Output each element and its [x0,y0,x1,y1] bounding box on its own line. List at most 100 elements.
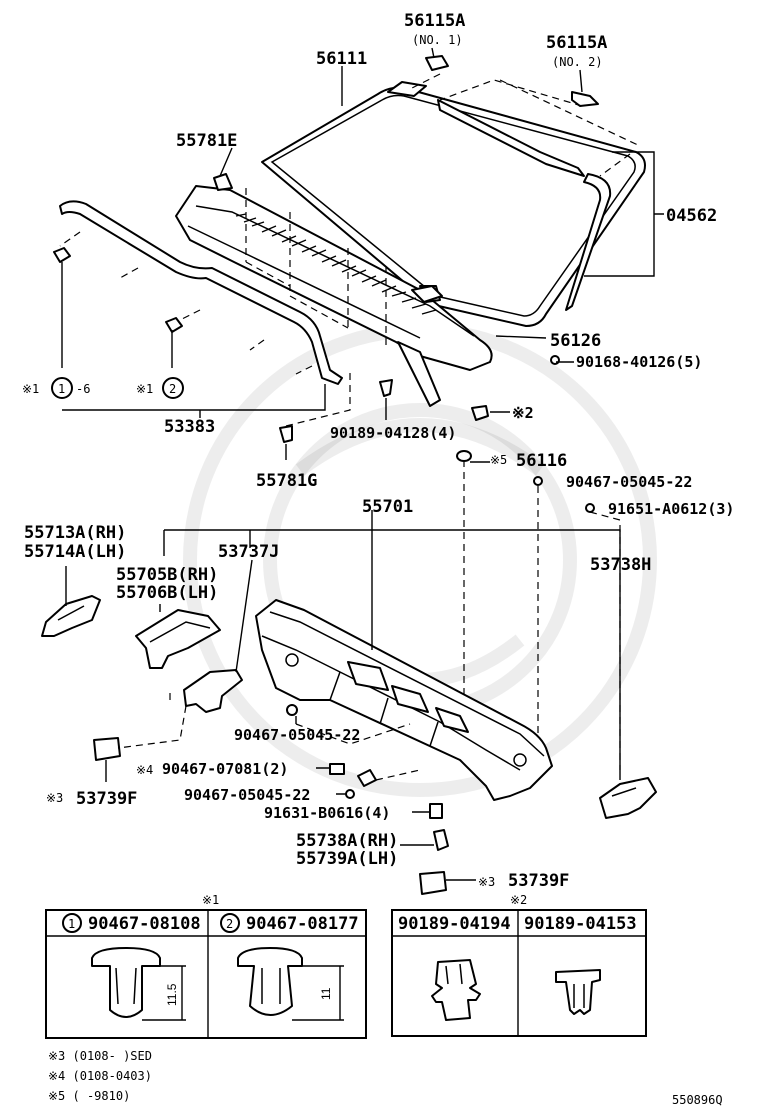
leader-dash [245,188,387,350]
weatherstrip-clip-2[interactable] [165,317,183,333]
label-04562: 04562 [666,206,717,226]
clip-55781g[interactable] [279,425,293,443]
note4-marker: ※4 [136,763,153,777]
clip-90189-04128[interactable] [379,379,393,397]
note3-marker-b: ※3 [478,875,495,889]
table1-circle-1-text: 1 [68,917,75,931]
label-55738a: 55738A(RH) [296,831,398,851]
leader-dash [169,370,621,770]
screw-90467-c[interactable] [345,789,355,799]
bracket-55705b[interactable] [135,609,221,669]
label-91631: 91631-B0616(4) [264,804,390,822]
label-56116: 56116 [516,451,567,471]
label-90467-07081: 90467-07081(2) [162,760,288,778]
bolt-90467-07081[interactable] [329,763,345,775]
label-53739f-right: 53739F [508,871,569,891]
hood-weatherstrip[interactable] [59,200,343,385]
clip-90189-04194-drawing [431,959,481,1021]
bolt-91631[interactable] [429,803,443,819]
note2-marker: ※2 [512,404,534,422]
label-55705b: 55705B(RH) [116,565,218,585]
table1-part-1: 90467-08108 [88,914,201,934]
table1-part-2: 90467-08177 [246,914,359,934]
cowl-hatch [235,213,437,315]
label-56115a-no1: 56115A [404,11,465,31]
label-56115a-no2: 56115A [546,33,607,53]
clip-56115a-no1[interactable] [425,55,449,71]
label-55781g: 55781G [256,471,317,491]
label-56126: 56126 [550,331,601,351]
table1-circle-2-text: 2 [226,917,233,931]
pad-53739f-right[interactable] [419,871,447,895]
leader-line [65,510,621,881]
clip-56115a-no2[interactable] [571,91,599,107]
note3-marker: ※3 [46,791,63,805]
leader-line [61,47,664,463]
cowl-top-panel[interactable] [255,599,553,801]
label-55701: 55701 [362,497,413,517]
table1-circle-2 [220,913,240,933]
table2-title: ※2 [510,893,527,907]
note1-marker-a: ※1 [22,382,39,396]
label-90189-04128: 90189-04128(4) [330,424,456,442]
label-55739a: 55739A(LH) [296,849,398,869]
note1-tail: -6 [76,382,90,396]
circle-2-marker [162,377,184,399]
label-53383: 53383 [164,417,215,437]
note1-marker-b: ※1 [136,382,153,396]
note5-marker: ※5 [490,453,507,467]
label-90467-c: 90467-05045-22 [184,786,310,804]
cowl-ventilator-louver[interactable] [175,173,493,407]
circle-1-text: 1 [58,382,65,396]
clip-90467-08108-drawing [91,947,186,1021]
clip-note2[interactable] [471,405,489,421]
table1-dim-2: 11 [319,987,333,1000]
label-56115a-no2-sub: (NO. 2) [552,55,603,69]
screw-90467-b[interactable] [286,704,298,716]
windshield-glass[interactable] [261,86,646,327]
table1-dim-1: 11.5 [165,983,179,1006]
label-56111: 56111 [316,49,367,69]
bracket-55738a[interactable] [433,829,449,851]
label-90467-a: 90467-05045-22 [566,473,692,491]
weatherstrip-clip-1[interactable] [53,247,71,263]
label-55714a: 55714A(LH) [24,542,126,562]
table2-part-1: 90189-04194 [398,914,511,934]
bracket-53738h[interactable] [599,777,657,819]
footnote-5: ※5 ( -9810) [48,1089,130,1103]
label-55781e: 55781E [176,131,237,151]
clip-56126[interactable] [411,285,443,303]
windshield-molding[interactable] [387,81,612,311]
pad-53739f-left[interactable] [93,737,121,761]
label-53739f-left: 53739F [76,789,137,809]
label-55706b: 55706B(LH) [116,583,218,603]
bracket-53737j[interactable] [183,669,243,713]
clip-90189-04153-drawing [555,969,601,1015]
grommet-56116[interactable] [456,450,472,462]
label-53738h: 53738H [590,555,651,575]
circle-2-text: 2 [169,382,176,396]
table1-title: ※1 [202,893,219,907]
label-55713a: 55713A(RH) [24,523,126,543]
leader-dash [59,231,313,375]
screw-90467-a[interactable] [533,476,543,486]
bracket-55713a[interactable] [41,595,101,637]
footnote-3: ※3 (0108- )SED [48,1049,152,1063]
label-53737j: 53737J [218,542,279,562]
circle-1-marker [51,377,73,399]
label-91651: 91651-A0612(3) [608,500,734,518]
leader-dash [411,73,641,177]
label-90168: 90168-40126(5) [576,353,702,371]
diagram-code: 550896Q [672,1093,723,1107]
table1-circle-1 [62,913,82,933]
label-90467-b: 90467-05045-22 [234,726,360,744]
table1 [45,909,367,1039]
screw-90168[interactable] [550,355,560,365]
footnote-4: ※4 (0108-0403) [48,1069,152,1083]
clip-90467-08177-drawing [237,947,344,1021]
leader-dash [117,705,421,781]
table2-part-2: 90189-04153 [524,914,637,934]
table2 [391,909,647,1037]
screw-91651[interactable] [585,503,595,513]
